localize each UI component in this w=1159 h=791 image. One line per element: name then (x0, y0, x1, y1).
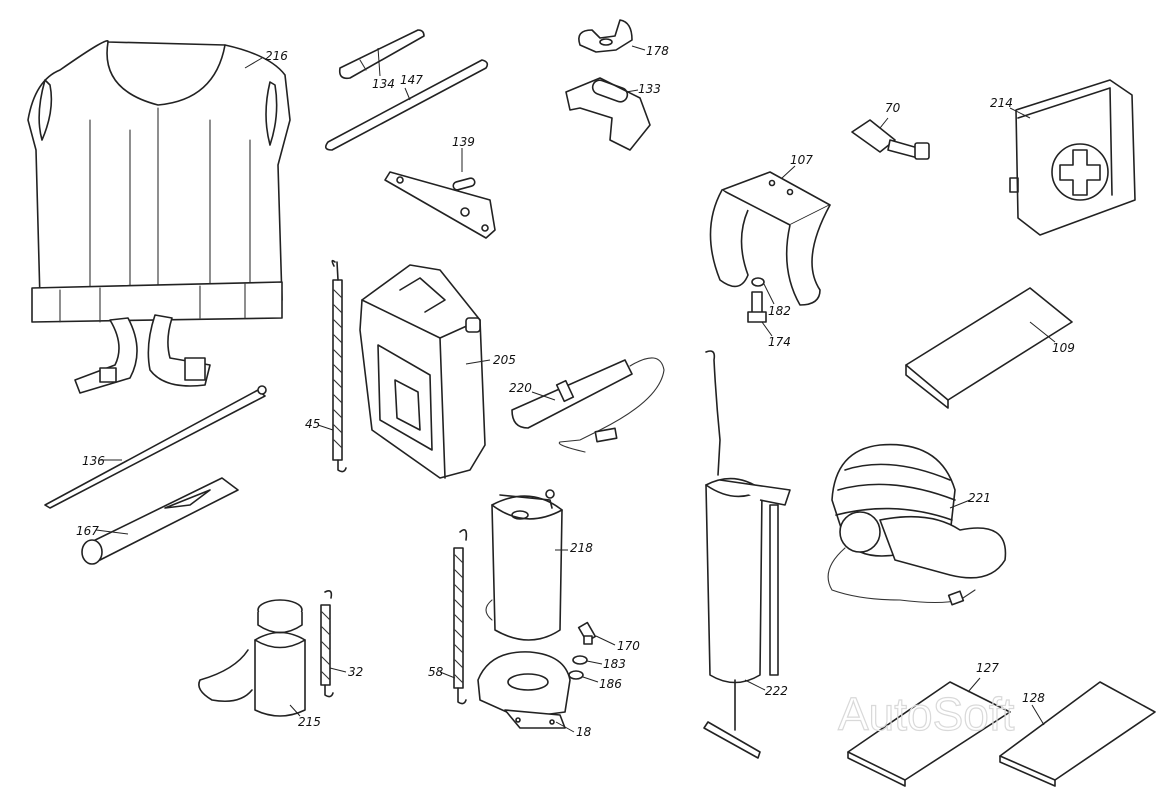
label-186: 186 (599, 677, 622, 691)
label-174: 174 (768, 335, 791, 349)
part-canister-218 (485, 489, 563, 641)
part-rod-136 (44, 385, 267, 509)
label-107: 107 (790, 153, 813, 167)
part-bolt-170 (577, 621, 597, 645)
part-wing-nut-178 (578, 19, 633, 53)
part-pad-127 (847, 681, 1011, 787)
part-flask-215 (198, 599, 306, 717)
part-lamp-220 (511, 357, 665, 453)
label-32: 32 (348, 665, 363, 679)
part-bolt-174 (747, 291, 767, 323)
label-134: 134 (372, 77, 395, 91)
label-216: 216 (265, 49, 288, 63)
part-clamp-133 (565, 77, 651, 151)
label-220: 220 (509, 381, 532, 395)
part-washer-182 (751, 277, 765, 287)
label-182: 182 (768, 304, 791, 318)
part-rod-134 (338, 29, 425, 80)
part-first-aid-214 (1009, 79, 1136, 236)
part-washer-183 (572, 655, 588, 665)
part-grease-gun-222 (703, 350, 791, 759)
label-139: 139 (452, 135, 475, 149)
label-127: 127 (976, 661, 999, 675)
label-45: 45 (305, 417, 320, 431)
part-pad-128 (999, 681, 1156, 787)
label-215: 215 (298, 715, 321, 729)
part-bolt-70 (851, 119, 930, 160)
part-bracket-107 (709, 171, 831, 306)
part-sleeve-167 (81, 477, 239, 565)
label-214: 214 (990, 96, 1013, 110)
label-18: 18 (576, 725, 592, 739)
label-109: 109 (1052, 341, 1075, 355)
part-plate-139 (384, 171, 496, 239)
label-147: 147 (400, 73, 423, 87)
part-base-18 (477, 651, 571, 729)
label-58: 58 (428, 665, 444, 679)
label-167: 167 (76, 524, 99, 538)
part-helmet-221 (827, 443, 1007, 606)
part-washer-186 (568, 670, 584, 680)
part-rod-147 (324, 59, 489, 151)
label-70: 70 (885, 101, 901, 115)
label-205: 205 (493, 353, 516, 367)
label-178: 178 (646, 44, 669, 58)
label-218: 218 (570, 541, 593, 555)
label-136: 136 (82, 454, 105, 468)
label-221: 221 (968, 491, 991, 505)
part-strap-32 (320, 590, 334, 698)
part-jerrycan-205 (359, 264, 486, 479)
watermark: AutoSoft (838, 688, 1015, 740)
part-vest-216 (27, 40, 291, 394)
label-170: 170 (617, 639, 640, 653)
part-strap-45 (331, 259, 347, 473)
part-block-109 (905, 287, 1073, 409)
label-183: 183 (603, 657, 626, 671)
part-strap-58 (453, 529, 468, 705)
label-128: 128 (1022, 691, 1045, 705)
label-133: 133 (638, 82, 661, 96)
label-222: 222 (765, 684, 788, 698)
